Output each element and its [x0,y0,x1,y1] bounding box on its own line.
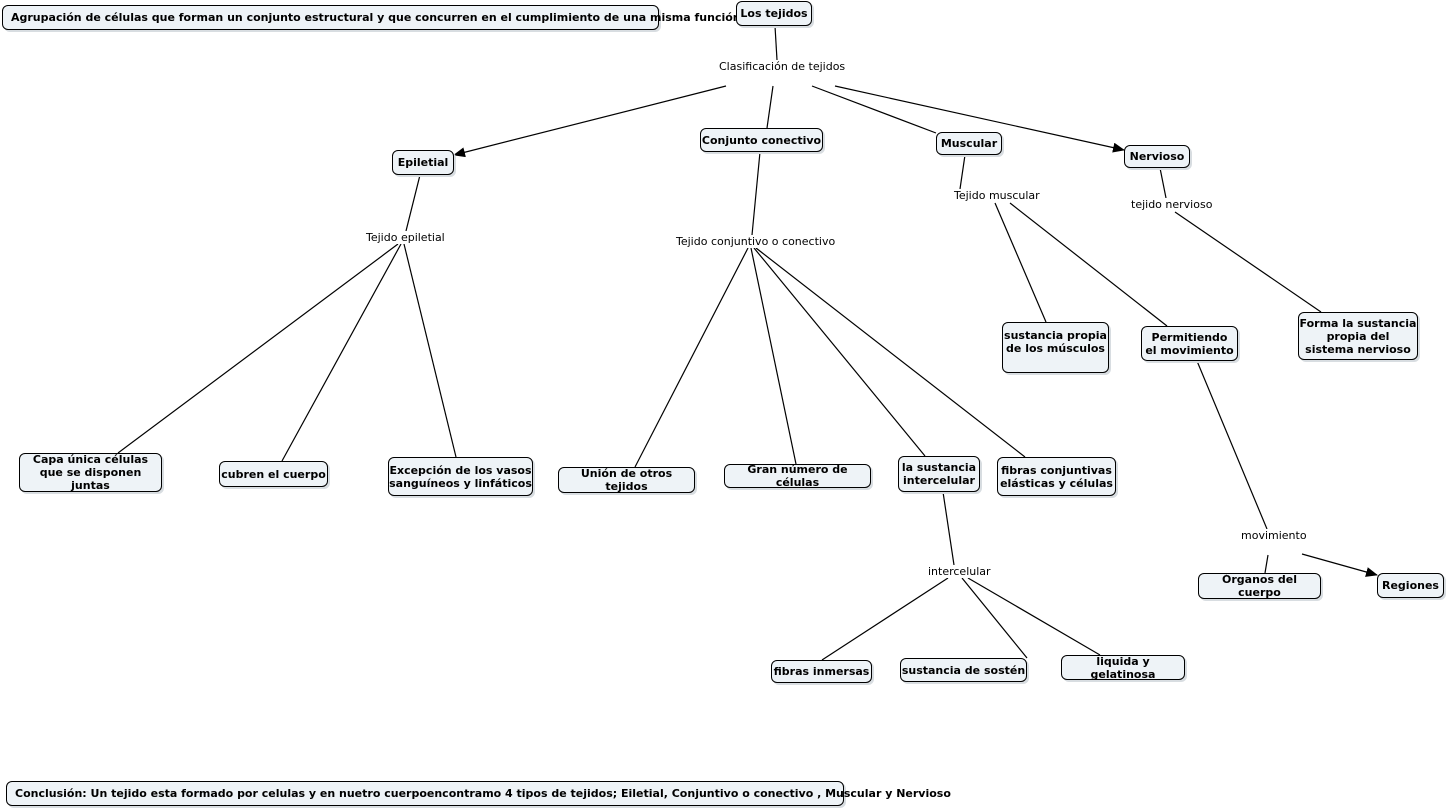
line-sustancia-to-intercelular [942,491,955,566]
node-epitelial[interactable]: Epiletial [392,150,454,175]
link-label-tejido-epitelial: Tejido epiletial [365,231,446,244]
node-fibras-conjuntivas[interactable]: fibras conjuntivas elásticas y células [997,457,1116,496]
line-classification-to-epitelial [453,85,727,158]
node-forma-sustancia[interactable]: Forma la sustancia propia del sistema ne… [1298,312,1418,360]
link-label-tejido-nervioso: tejido nervioso [1130,198,1214,211]
line-nervioso-to-link [1159,167,1167,199]
line-intercelular-to-sosten [961,577,1028,659]
node-excepcion-vasos[interactable]: Excepción de los vasos sanguíneos y linf… [388,457,533,496]
line-permitiendo-to-movimiento [1196,360,1268,530]
conclusion-box[interactable]: Conclusión: Un tejido esta formado por c… [6,781,951,806]
line-epitelial-link-to-capa [117,243,399,454]
node-sustancia-propia-musculos[interactable]: sustancia propia de los músculos [1002,322,1109,373]
line-intercelular-to-fibras-inmersas [821,577,949,661]
link-label-tejido-muscular: Tejido muscular [953,189,1041,202]
node-organos-cuerpo[interactable]: Órganos del cuerpo [1198,573,1321,599]
node-capa-unica[interactable]: Capa única células que se disponen junta… [19,453,162,492]
line-root-to-classification [774,25,778,61]
node-permitiendo-movimiento[interactable]: Permitiendo el movimiento [1141,326,1238,361]
line-classification-to-muscular [811,85,937,134]
line-conectivo-to-link [751,151,761,236]
node-nervioso[interactable]: Nervioso [1124,145,1190,168]
definition-box[interactable]: Agrupación de células que forman un conj… [2,5,741,30]
line-conectivo-link-to-union [634,247,749,468]
line-conectivo-link-to-fibras [755,247,1026,458]
line-classification-to-nervioso [834,85,1125,153]
node-muscular[interactable]: Muscular [936,132,1002,155]
line-epitelial-to-link [405,174,421,232]
line-muscular-link-to-permitiendo [1009,202,1168,327]
line-muscular-to-link [959,154,966,190]
line-muscular-link-to-propia [994,202,1047,323]
node-regiones[interactable]: Regiones [1377,573,1444,598]
root-node-los-tejidos[interactable]: Los tejidos [736,1,812,26]
node-sustancia-sosten[interactable]: sustancia de sostén [900,658,1027,682]
node-union-tejidos[interactable]: Unión de otros tejidos [558,467,695,493]
line-intercelular-to-liquida [967,577,1101,656]
link-label-clasificacion: Clasificación de tejidos [718,60,847,73]
link-label-movimiento: movimiento [1240,529,1308,542]
node-gran-numero[interactable]: Gran número de células [724,463,871,489]
line-epitelial-link-to-cubren [281,243,402,462]
line-conectivo-link-to-sustancia [753,247,926,457]
link-label-intercelular: intercelular [927,565,992,578]
line-conectivo-link-to-gran [750,247,797,465]
node-cubren-cuerpo[interactable]: cubren el cuerpo [219,461,328,487]
node-fibras-inmersas[interactable]: fibras inmersas [771,660,872,683]
node-liquida-gelatinosa[interactable]: liquida y gelatinosa [1061,655,1185,681]
node-conjunto-conectivo[interactable]: Conjunto conectivo [700,128,823,152]
line-nervioso-link-to-forma [1174,211,1322,313]
link-label-tejido-conjuntivo: Tejido conjuntivo o conectivo [675,235,837,248]
line-movimiento-to-organos [1264,554,1269,574]
line-movimiento-to-regiones [1301,553,1378,577]
line-epitelial-link-to-excepcion [403,243,457,458]
line-classification-to-conectivo [766,85,774,129]
node-sustancia-intercelular[interactable]: la sustancia intercelular [898,456,980,492]
